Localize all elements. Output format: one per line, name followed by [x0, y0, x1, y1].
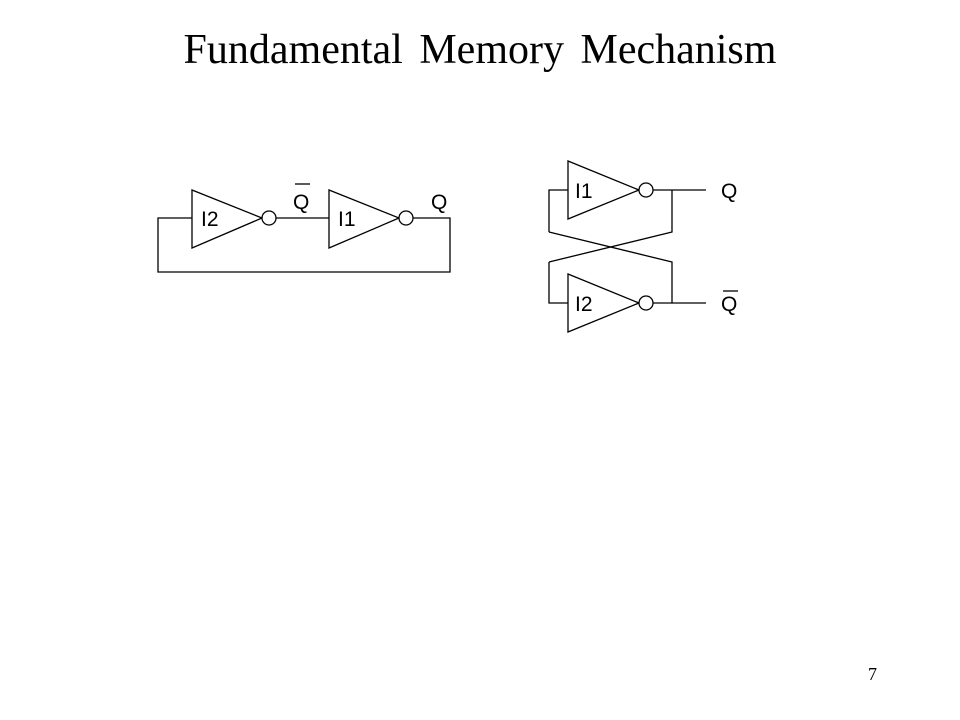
slide-title: Fundamental Memory Mechanism [183, 27, 777, 73]
inverter-i2-left [191, 189, 264, 249]
left-feedback-wire [157, 217, 451, 273]
bottom-input-wire [548, 262, 568, 304]
output-label-qbar-right: Q [721, 293, 737, 316]
output-label-q-right: Q [721, 180, 737, 203]
cross-wire-qbar-to-top [548, 231, 673, 303]
inverter-bubble-i2-left [261, 210, 277, 226]
inverter-label-i1-right: I1 [575, 180, 593, 203]
cross-wire-q-to-bottom [548, 190, 673, 263]
inverter-bubble-i1-left [398, 210, 414, 226]
top-input-wire [548, 189, 568, 232]
inverter-i2-right [567, 273, 641, 333]
node-label-q-left: Q [431, 191, 447, 214]
page-number: 7 [868, 664, 877, 684]
right-circuit: I1 I2 Q Q [548, 160, 738, 333]
inverter-bubble-i1-right [638, 182, 654, 198]
inverter-label-i2-right: I2 [575, 293, 593, 316]
inverter-label-i1-left: I1 [338, 208, 356, 231]
left-circuit: I2 I1 Q Q [157, 183, 451, 273]
inverter-label-i2-left: I2 [201, 208, 219, 231]
node-label-qbar-left: Q [293, 191, 309, 214]
inverter-i1-left [328, 189, 401, 249]
inverter-bubble-i2-right [638, 295, 654, 311]
inverter-i1-right [567, 160, 641, 220]
